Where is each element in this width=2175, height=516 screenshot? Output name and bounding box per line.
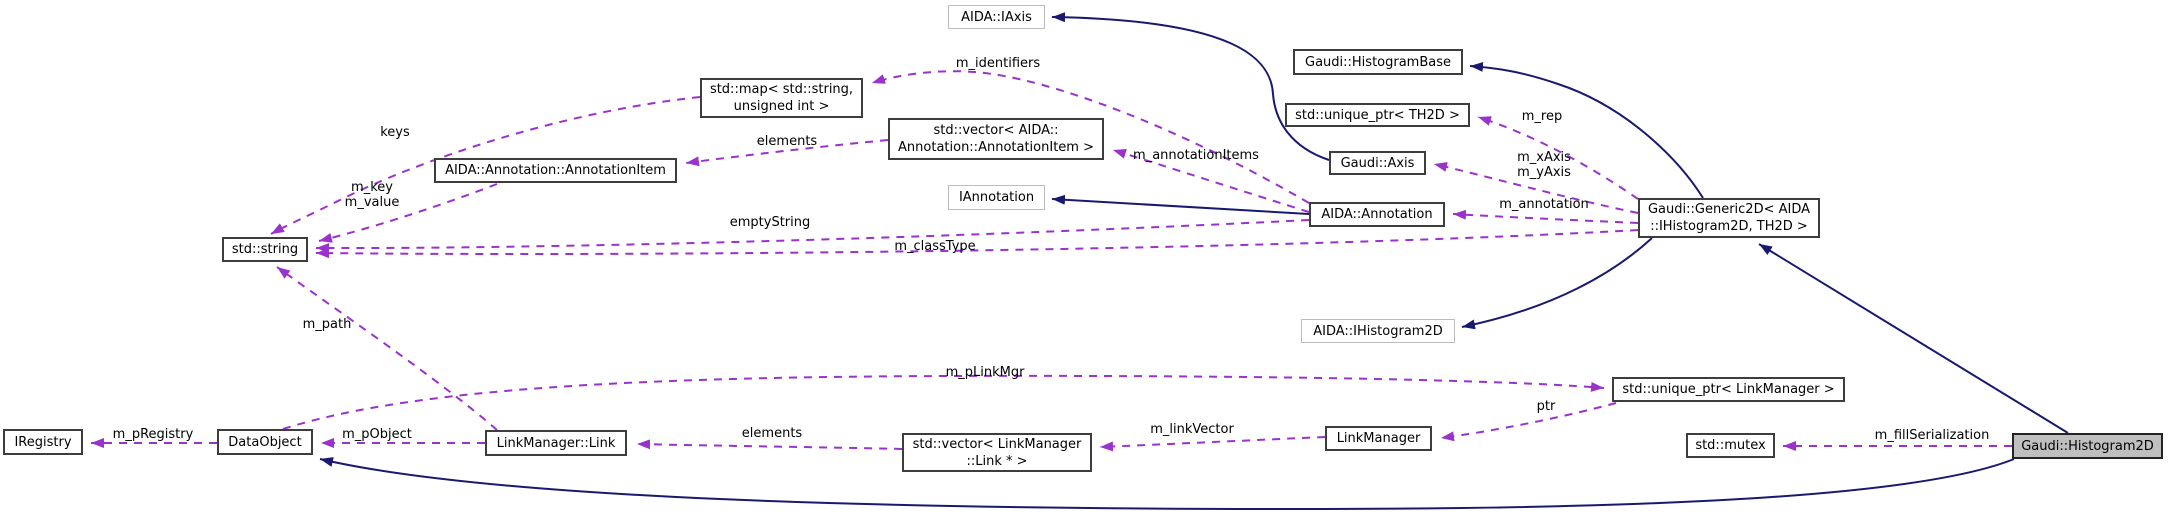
node-gaudi-axis[interactable]: Gaudi::Axis <box>1329 151 1426 175</box>
node-std-vector-link[interactable]: std::vector< LinkManager ::Link * > <box>902 433 1092 472</box>
edge-m-identifiers <box>871 70 1310 204</box>
edge-emptystring <box>315 219 1310 254</box>
node-std-vector-annotationitem[interactable]: std::vector< AIDA:: Annotation::Annotati… <box>888 118 1104 160</box>
node-std-map[interactable]: std::map< std::string, unsigned int > <box>700 78 863 118</box>
node-iregistry[interactable]: IRegistry <box>3 429 83 455</box>
edge-m-annotation <box>1452 209 1639 224</box>
edge-m-xaxis-yaxis <box>1433 162 1639 214</box>
node-std-unique-ptr-th2d[interactable]: std::unique_ptr< TH2D > <box>1285 103 1470 127</box>
edge-gaudi-axis-to-aida-iaxis <box>1051 12 1330 161</box>
edge-ptr <box>1440 402 1617 442</box>
edge-label-m-fillserialization: m_fillSerialization <box>1874 428 1990 443</box>
edge-label-m-annotation: m_annotation <box>1499 197 1589 212</box>
edge-label-m-plinkmgr: m_pLinkMgr <box>945 365 1025 380</box>
edge-aida-annotation-to-iannotation <box>1051 194 1310 215</box>
node-gaudi-histogrambase[interactable]: Gaudi::HistogramBase <box>1293 49 1463 75</box>
edge-label-elements-annotation: elements <box>756 134 818 149</box>
edge-label-m-identifiers: m_identifiers <box>955 56 1041 71</box>
edge-elements-link <box>636 439 903 450</box>
node-std-unique-ptr-linkmanager[interactable]: std::unique_ptr< LinkManager > <box>1612 377 1845 402</box>
node-aida-annotation[interactable]: AIDA::Annotation <box>1309 202 1445 227</box>
edge-keys <box>270 96 701 235</box>
edge-m-annotationitems <box>1112 149 1310 213</box>
edge-m-linkvector <box>1099 436 1326 452</box>
node-aida-annotation-annotationitem[interactable]: AIDA::Annotation::AnnotationItem <box>434 158 677 183</box>
edge-m-classtype <box>315 229 1639 259</box>
edge-label-m-path: m_path <box>302 317 352 332</box>
node-aida-iaxis: AIDA::IAxis <box>948 5 1045 29</box>
edge-label-elements-link: elements <box>741 426 803 441</box>
node-gaudi-histogram2d: Gaudi::Histogram2D <box>2012 433 2163 459</box>
edge-m-path <box>276 266 498 431</box>
edge-m-key-value <box>318 183 498 243</box>
edge-histogram2d-to-dataobject <box>319 457 2015 511</box>
node-iannotation: IAnnotation <box>948 185 1045 210</box>
edge-label-ptr: ptr <box>1536 399 1556 414</box>
edge-histogram2d-to-generic2d <box>1758 243 2069 434</box>
edge-label-m-xaxis-yaxis: m_xAxis m_yAxis <box>1517 150 1571 180</box>
node-std-string[interactable]: std::string <box>222 237 308 262</box>
node-gaudi-generic2d[interactable]: Gaudi::Generic2D< AIDA ::IHistogram2D, T… <box>1638 198 1820 238</box>
edge-label-emptystring: emptyString <box>729 215 811 230</box>
node-linkmanager[interactable]: LinkManager <box>1325 426 1432 451</box>
edge-label-m-annotationitems: m_annotationItems <box>1133 148 1259 163</box>
edge-generic2d-to-aida-ihistogram2d <box>1461 237 1653 330</box>
edge-label-m-pregistry: m_pRegistry <box>112 427 194 442</box>
edge-label-m-linkvector: m_linkVector <box>1150 422 1234 437</box>
node-std-mutex[interactable]: std::mutex <box>1686 433 1775 458</box>
edge-generic2d-to-histogrambase <box>1469 61 1704 199</box>
edge-label-m-rep: m_rep <box>1521 109 1563 124</box>
node-linkmanager-link[interactable]: LinkManager::Link <box>485 430 627 456</box>
node-aida-ihistogram2d: AIDA::IHistogram2D <box>1301 319 1455 343</box>
node-dataobject[interactable]: DataObject <box>217 429 313 455</box>
edge-label-m-pobject: m_pObject <box>342 427 412 442</box>
edge-elements-annotation <box>685 139 889 167</box>
edge-label-m-key-value: m_key m_value <box>344 180 400 210</box>
edge-m-rep <box>1477 116 1639 200</box>
edge-m-plinkmgr <box>282 374 1605 430</box>
edge-label-m-classtype: m_classType <box>894 239 976 254</box>
edge-label-keys: keys <box>380 125 410 140</box>
